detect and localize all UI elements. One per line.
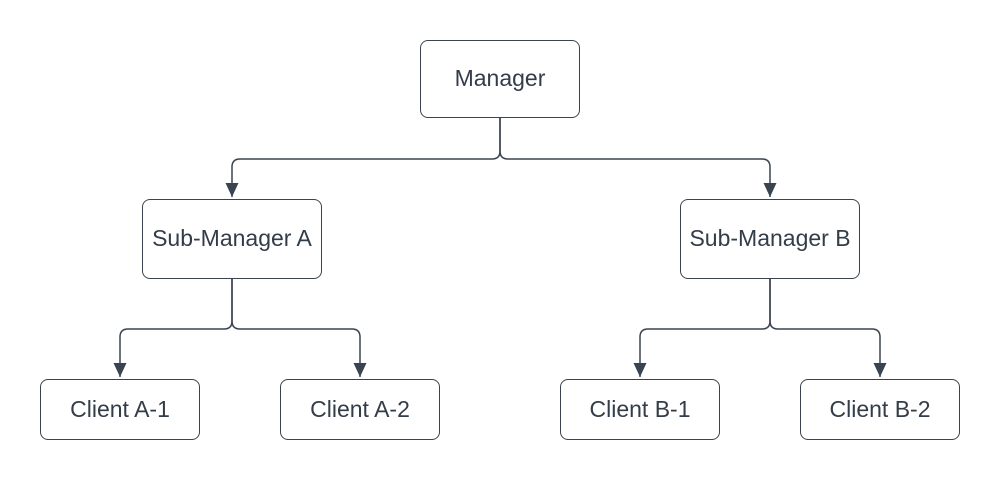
edge-sub-manager-b-to-client-b-1 — [633, 279, 771, 377]
node-label: Client B-2 — [829, 395, 931, 422]
node-label: Client A-1 — [70, 395, 170, 422]
node-label: Sub-Manager A — [152, 225, 312, 252]
node-label: Client B-1 — [589, 395, 691, 422]
edge-sub-manager-b-to-client-b-2 — [769, 279, 887, 377]
node-sub-manager-b: Sub-Manager B — [680, 199, 860, 279]
node-client-a-2: Client A-2 — [280, 379, 440, 440]
node-sub-manager-a: Sub-Manager A — [142, 199, 322, 279]
node-client-a-1: Client A-1 — [40, 379, 200, 440]
edge-manager-to-sub-manager-a — [225, 118, 501, 197]
node-manager: Manager — [420, 40, 580, 118]
edge-sub-manager-a-to-client-a-2 — [231, 279, 367, 377]
node-label: Manager — [454, 65, 546, 92]
node-label: Client A-2 — [310, 395, 410, 422]
edge-sub-manager-a-to-client-a-1 — [113, 279, 233, 377]
node-client-b-1: Client B-1 — [560, 379, 720, 440]
node-client-b-2: Client B-2 — [800, 379, 960, 440]
edge-manager-to-sub-manager-b — [499, 118, 777, 197]
node-label: Sub-Manager B — [689, 225, 851, 252]
